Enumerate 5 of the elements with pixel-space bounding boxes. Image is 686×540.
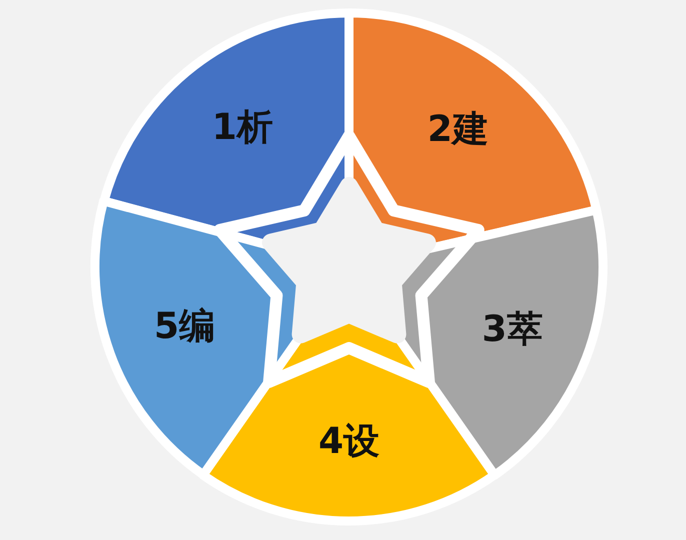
segment-label: 5编 xyxy=(154,307,216,347)
segment-label: 1析 xyxy=(212,108,273,148)
segment-label: 2建 xyxy=(427,110,488,150)
segment-label: 3萃 xyxy=(482,310,543,350)
segment-label: 4设 xyxy=(318,422,380,462)
